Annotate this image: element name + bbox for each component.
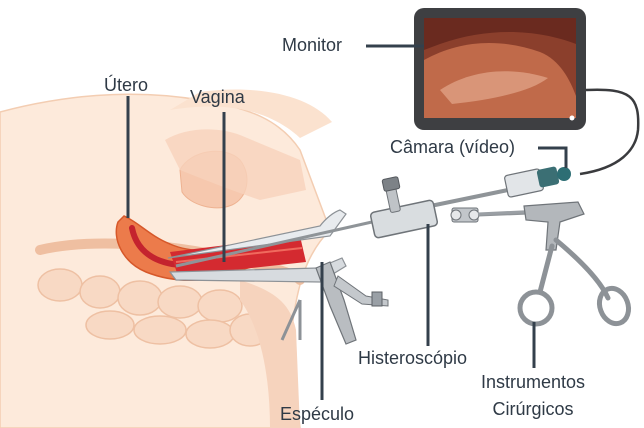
label-instrumentos-line2: Cirúrgicos [458, 398, 608, 420]
leader-camara [538, 148, 566, 168]
instrument-arm-left [540, 246, 552, 292]
hysteroscope-valve-cap [382, 176, 400, 191]
label-histeroscopio: Histeroscópio [358, 347, 467, 369]
monitor-power-light [570, 116, 575, 121]
label-monitor: Monitor [282, 34, 342, 56]
label-instrumentos: Instrumentos Cirúrgicos [458, 371, 608, 420]
instrument-ring-left [520, 292, 552, 324]
monitor-cable [580, 90, 638, 174]
label-especulo: Espéculo [280, 403, 354, 425]
instrument-body [524, 202, 584, 250]
instrument-arm-right [556, 240, 608, 298]
speculum-screw [372, 292, 382, 306]
label-instrumentos-line1: Instrumentos [458, 371, 608, 393]
camera-head [504, 166, 571, 197]
label-vagina: Vagina [190, 86, 245, 108]
label-utero: Útero [104, 74, 148, 96]
instrument-port [451, 208, 530, 222]
instrument-ring-right [595, 284, 634, 327]
label-camara: Câmara (vídeo) [390, 136, 515, 158]
surgical-instruments [478, 202, 633, 328]
